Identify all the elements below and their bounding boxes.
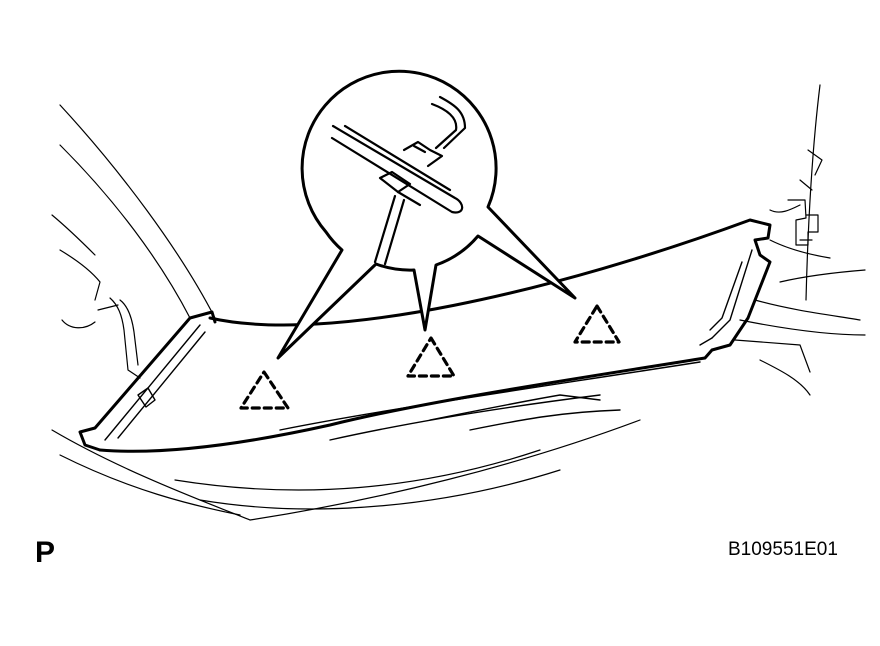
clip-marker-right — [573, 304, 621, 344]
magnified-view-callout — [276, 69, 577, 360]
trim-panel-outline — [78, 218, 772, 453]
clip-detail — [330, 95, 467, 266]
clip-marker-center — [406, 336, 456, 378]
background-structure-left — [51, 104, 641, 521]
clip-marker-left — [239, 370, 290, 410]
trim-panel-details — [104, 249, 753, 441]
figure-code-label: B109551E01 — [728, 539, 838, 560]
view-letter-label: P — [35, 536, 56, 569]
background-structure-right — [734, 84, 866, 396]
clip-markers — [239, 304, 621, 410]
